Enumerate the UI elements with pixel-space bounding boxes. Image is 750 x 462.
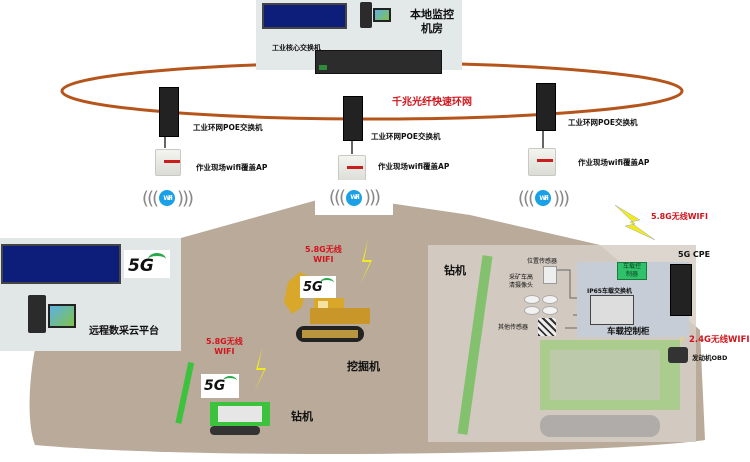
5g-signal-arc-icon <box>223 376 237 386</box>
ip65-switch-icon <box>590 295 634 325</box>
pc-tower-icon <box>360 2 372 28</box>
large-drill-label: 钻机 <box>444 264 466 277</box>
5g-signal-arc-icon <box>148 253 166 266</box>
cloud-platform-label: 远程数采云平台 <box>89 326 159 337</box>
wifi-ap-icon-2 <box>338 155 366 183</box>
camera-icon <box>524 306 540 315</box>
poe-switch-label-1: 工业环网POE交换机 <box>193 123 263 132</box>
poe-switch-icon-3 <box>536 83 556 131</box>
lightning-bolt-small-drill <box>254 348 266 392</box>
wifi-waves-left-icon: ((( <box>517 187 535 209</box>
5g-cpe-icon <box>670 264 692 316</box>
camera-label-line2: 清摄像头 <box>509 282 534 289</box>
position-sensor-icon <box>543 266 557 284</box>
poe-switch-icon-1 <box>159 87 179 137</box>
ring-network-label: 千兆光纤快速环网 <box>392 97 472 108</box>
wifi-logo-icon-2: Wi-Fi <box>346 189 362 206</box>
ip65-switch-label: IP65车载交换机 <box>587 288 632 295</box>
control-room-title-line1: 本地监控 <box>410 8 454 21</box>
control-room-title-line2: 机房 <box>421 22 443 35</box>
small-drill-label: 钻机 <box>291 410 313 423</box>
small-drill-wifi-link-line1: 5.8G无线 <box>206 337 243 346</box>
excavator-wifi-link-line1: 5.8G无线 <box>305 245 342 254</box>
wifi-logo-icon-1: Wi-Fi <box>159 190 175 206</box>
engine-obd-icon <box>668 347 688 363</box>
wifi-signal-2: ((( Wi-Fi ))) <box>315 180 393 215</box>
camera-icon <box>542 306 558 315</box>
excavator-label: 挖掘机 <box>347 360 380 373</box>
control-room-title: 本地监控 机房 <box>410 8 454 36</box>
wifi-signal-3: ((( Wi-Fi ))) <box>508 183 578 213</box>
wifi-ap-label-3: 作业现场wifi覆盖AP <box>578 158 650 167</box>
large-drill-rig-icon <box>457 255 680 437</box>
5g-badge-cloud-text: 5G <box>128 256 154 276</box>
vehicle-controller-line1: 车载控 <box>622 263 641 270</box>
cpe-wifi-link-label: 5.8G无线WIFI <box>651 212 708 221</box>
lightning-bolt-excavator <box>360 240 372 285</box>
lightning-bolt-cpe <box>614 204 656 241</box>
wifi-waves-right-icon: ))) <box>177 187 194 209</box>
excavator-wifi-link-label: 5.8G无线 WIFI <box>305 245 342 265</box>
position-sensor-label: 位置传感器 <box>527 258 558 265</box>
wifi-ap-icon-3 <box>528 148 556 176</box>
engine-obd-label: 发动机OBD <box>692 354 728 362</box>
wifi-signal-1: ((( Wi-Fi ))) <box>133 183 201 213</box>
5g-cpe-label: 5G CPE <box>678 250 711 259</box>
core-switch-icon <box>315 50 442 74</box>
5g-badge-small-drill: 5G <box>201 374 239 398</box>
wifi-waves-right-icon: ))) <box>553 187 570 209</box>
wifi-waves-right-icon: ))) <box>364 187 381 208</box>
camera-icon <box>524 295 540 304</box>
cloud-pc-monitor-icon <box>48 304 76 328</box>
obd-wifi-link-label: 2.4G无线WIFI <box>689 335 750 345</box>
poe-switch-label-3: 工业环网POE交换机 <box>568 118 638 127</box>
wifi-ap-label-1: 作业现场wifi覆盖AP <box>196 163 268 172</box>
excavator-icon <box>284 272 370 342</box>
other-sensors-icon <box>538 318 556 336</box>
wifi-ap-icon-1 <box>155 149 181 176</box>
5g-badge-cloud: 5G <box>124 250 170 278</box>
small-drill-wifi-link-line2: WIFI <box>214 347 235 356</box>
5g-signal-arc-icon <box>320 278 334 288</box>
cloud-dashboard-screen <box>1 244 121 284</box>
small-drill-wifi-link-label: 5.8G无线 WIFI <box>206 337 243 357</box>
wifi-logo-icon-3: Wi-Fi <box>535 190 551 206</box>
vehicle-cabinet-title: 车载控制柜 <box>607 327 650 337</box>
camera-label: 采矿车高 清摄像头 <box>509 274 533 290</box>
hd-cameras-icon <box>524 295 558 315</box>
5g-badge-excavator-text: 5G <box>303 280 323 295</box>
monitoring-dashboard-screen <box>262 3 347 29</box>
cloud-pc-tower-icon <box>28 295 46 333</box>
camera-label-line1: 采矿车高 <box>509 274 534 281</box>
camera-icon <box>542 295 558 304</box>
small-drill-rig-icon <box>175 362 270 435</box>
5g-badge-small-drill-text: 5G <box>204 378 226 394</box>
poe-switch-label-2: 工业环网POE交换机 <box>371 132 441 141</box>
5g-badge-excavator: 5G <box>300 276 336 298</box>
pc-monitor-icon <box>373 8 391 22</box>
wifi-waves-left-icon: ((( <box>141 187 159 209</box>
vehicle-controller-box: 车载控 制器 <box>617 262 647 280</box>
poe-switch-icon-2 <box>343 96 363 141</box>
excavator-wifi-link-line2: WIFI <box>313 255 334 264</box>
other-sensor-label: 其他传感器 <box>498 324 529 331</box>
core-switch-label: 工业核心交换机 <box>272 44 321 52</box>
vehicle-controller-line2: 制器 <box>625 271 638 278</box>
wifi-ap-label-2: 作业现场wifi覆盖AP <box>378 162 450 171</box>
wifi-waves-left-icon: ((( <box>328 187 346 208</box>
